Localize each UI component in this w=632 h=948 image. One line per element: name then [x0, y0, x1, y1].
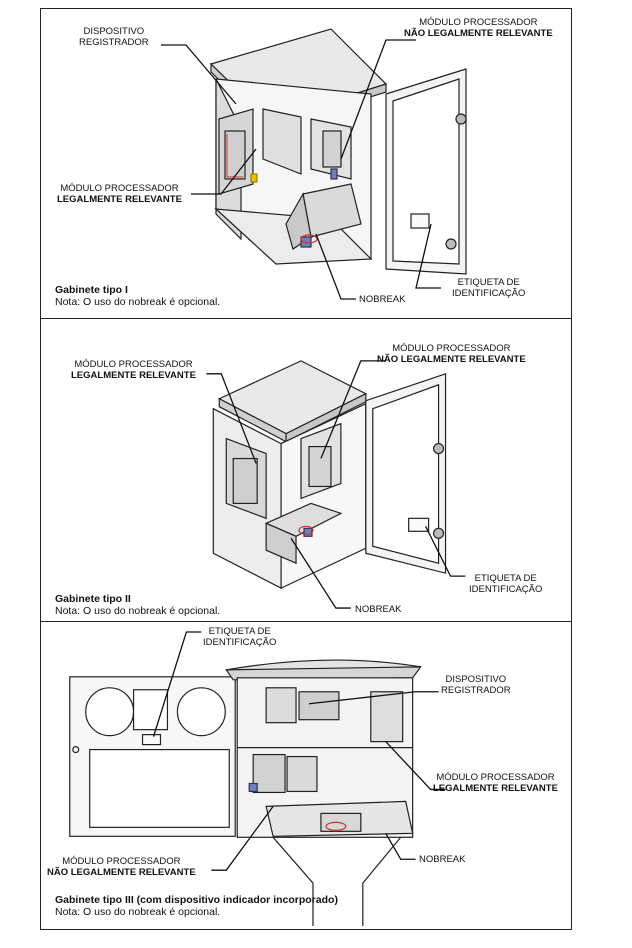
label-dispositivo-registrador: DISPOSITIVO REGISTRADOR [79, 26, 149, 48]
caption-note: Nota: O uso do nobreak é opcional. [55, 605, 221, 617]
caption-cabinet-type-1: Gabinete tipo I Nota: O uso do nobreak é… [55, 284, 220, 308]
caption-title: Gabinete tipo II [55, 593, 131, 605]
label-modulo-legalmente-relevante: MÓDULO PROCESSADOR LEGALMENTE RELEVANTE [57, 183, 182, 205]
label-nobreak: NOBREAK [359, 294, 406, 305]
label-nobreak: NOBREAK [355, 604, 402, 615]
label-modulo-legalmente-relevante: MÓDULO PROCESSADOR LEGALMENTE RELEVANTE [433, 772, 558, 794]
caption-cabinet-type-3: Gabinete tipo III (com dispositivo indic… [55, 894, 338, 918]
label-dispositivo-registrador: DISPOSITIVO REGISTRADOR [441, 674, 511, 696]
label-etiqueta-identificacao: ETIQUETA DE IDENTIFICAÇÃO [469, 573, 543, 595]
label-modulo-nao-legalmente-relevante: MÓDULO PROCESSADOR NÃO LEGALMENTE RELEVA… [47, 856, 196, 878]
panel-cabinet-type-2: MÓDULO PROCESSADOR LEGALMENTE RELEVANTE … [41, 318, 571, 621]
label-modulo-legalmente-relevante: MÓDULO PROCESSADOR LEGALMENTE RELEVANTE [71, 359, 196, 381]
label-etiqueta-identificacao: ETIQUETA DE IDENTIFICAÇÃO [452, 277, 526, 299]
panel-cabinet-type-1: DISPOSITIVO REGISTRADOR MÓDULO PROCESSAD… [41, 9, 571, 318]
cabinet-type-3-drawing [69, 631, 446, 927]
caption-note: Nota: O uso do nobreak é opcional. [55, 296, 221, 308]
label-modulo-nao-legalmente-relevante: MÓDULO PROCESSADOR NÃO LEGALMENTE RELEVA… [404, 17, 553, 39]
panel-cabinet-type-3: ETIQUETA DE IDENTIFICAÇÃO DISPOSITIVO RE… [41, 621, 571, 929]
label-etiqueta-identificacao: ETIQUETA DE IDENTIFICAÇÃO [203, 626, 277, 648]
caption-note: Nota: O uso do nobreak é opcional. [55, 906, 221, 918]
label-nobreak: NOBREAK [419, 854, 466, 865]
caption-cabinet-type-2: Gabinete tipo II Nota: O uso do nobreak … [55, 593, 220, 617]
figure-frame: DISPOSITIVO REGISTRADOR MÓDULO PROCESSAD… [40, 8, 572, 930]
cabinet-type-2-drawing [206, 360, 466, 609]
label-modulo-nao-legalmente-relevante: MÓDULO PROCESSADOR NÃO LEGALMENTE RELEVA… [377, 343, 526, 365]
caption-title: Gabinete tipo III (com dispositivo indic… [55, 894, 338, 906]
caption-title: Gabinete tipo I [55, 284, 128, 296]
cabinet-type-1-drawing [161, 28, 467, 300]
